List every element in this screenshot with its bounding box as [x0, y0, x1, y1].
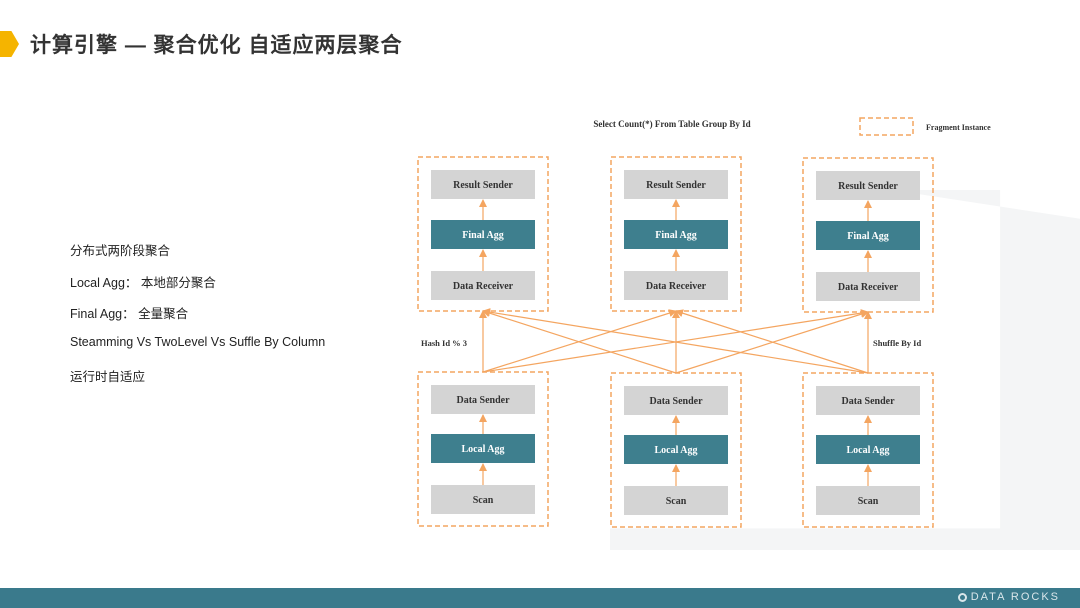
bottom-node-label: Data Sender	[841, 396, 895, 407]
bottom-node-box	[431, 485, 535, 514]
bottom-node-box	[816, 386, 920, 415]
bottom-node-label: Data Sender	[456, 395, 510, 406]
top-node-box	[431, 271, 535, 300]
bottom-node-label: Scan	[473, 495, 494, 506]
fragment-frame	[802, 372, 934, 528]
fragment-frame	[610, 372, 742, 528]
top-node-box	[431, 220, 535, 249]
shuffle-arrow	[482, 308, 869, 374]
bullet-item: 分布式两阶段聚合	[70, 244, 171, 258]
top-node-box	[816, 221, 920, 250]
fragment-frame	[610, 156, 742, 312]
top-node-label: Data Receiver	[453, 281, 514, 292]
bottom-node-box	[431, 385, 535, 414]
fragment-frame	[417, 371, 549, 527]
top-node-box	[816, 272, 920, 301]
legend-swatch	[859, 117, 914, 136]
top-node-box	[624, 170, 728, 199]
top-node-label: Final Agg	[462, 230, 503, 241]
bottom-node-label: Local Agg	[846, 445, 889, 456]
bottom-node-label: Scan	[666, 496, 687, 507]
bottom-node-box	[624, 435, 728, 464]
shuffle-label: Shuffle By Id	[873, 338, 921, 348]
top-node-label: Final Agg	[847, 231, 888, 242]
hash-label: Hash Id % 3	[421, 338, 467, 348]
top-node-label: Data Receiver	[646, 281, 707, 292]
top-node-box	[624, 271, 728, 300]
bullet-item: 运行时自适应	[70, 370, 146, 384]
footer-brand: DATA ROCKS	[957, 591, 1060, 603]
page-title: 计算引擎 — 聚合优化 自适应两层聚合	[30, 34, 403, 57]
footer-brand-text: DATA ROCKS	[970, 591, 1060, 603]
bottom-node-label: Local Agg	[654, 445, 697, 456]
fragment-frame	[802, 157, 934, 313]
fragment-frame	[417, 156, 549, 312]
legend-label: Fragment Instance	[926, 123, 991, 132]
bullet-item: Final Agg： 全量聚合	[70, 307, 189, 321]
top-node-box	[624, 220, 728, 249]
top-node-box	[816, 171, 920, 200]
bottom-node-label: Scan	[858, 496, 879, 507]
top-node-label: Data Receiver	[838, 282, 899, 293]
shuffle-arrow	[482, 309, 677, 374]
title-accent-icon	[0, 31, 19, 57]
bottom-node-box	[431, 434, 535, 463]
top-node-box	[431, 170, 535, 199]
brand-logo-icon	[957, 593, 967, 602]
top-node-label: Result Sender	[453, 180, 513, 191]
bottom-node-label: Local Agg	[461, 444, 504, 455]
bullet-list: 分布式两阶段聚合 Local Agg： 本地部分聚合 Final Agg： 全量…	[70, 240, 325, 398]
query-text: Select Count(*) From Table Group By Id	[593, 119, 750, 129]
bottom-node-box	[624, 386, 728, 415]
bottom-node-box	[624, 486, 728, 515]
top-node-label: Result Sender	[838, 181, 898, 192]
top-node-label: Final Agg	[655, 230, 696, 241]
bullet-item: Steamming Vs TwoLevel Vs Suffle By Colum…	[70, 334, 326, 349]
bottom-node-box	[816, 486, 920, 515]
shuffle-arrow	[675, 309, 869, 374]
footer-bar: DATA ROCKS	[0, 588, 1080, 608]
bottom-node-box	[816, 435, 920, 464]
top-node-label: Result Sender	[646, 180, 706, 191]
bottom-node-label: Data Sender	[649, 396, 703, 407]
bullet-item: Local Agg： 本地部分聚合	[70, 275, 216, 290]
